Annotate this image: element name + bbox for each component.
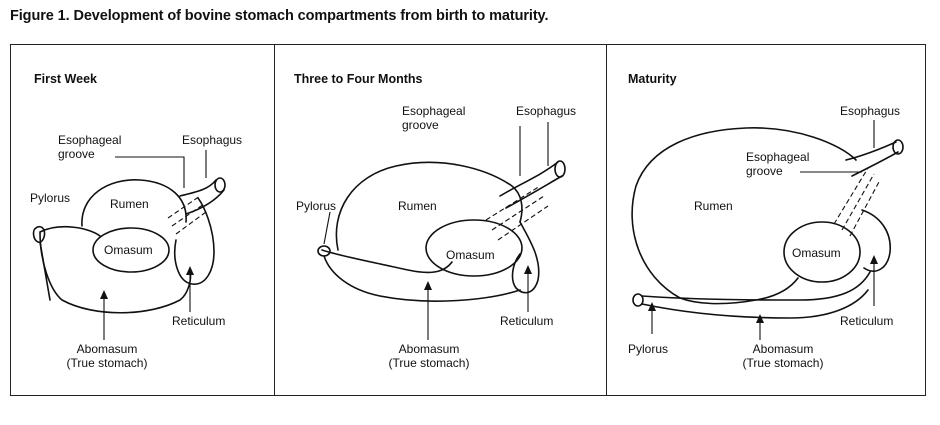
first-week-esophagus-shape bbox=[179, 179, 225, 215]
label-line: groove bbox=[58, 147, 95, 161]
label-reticulum-first-week: Reticulum bbox=[172, 314, 226, 328]
label-line: Abomasum bbox=[76, 342, 138, 356]
label-esophageal-groove-months: Esophageal groove bbox=[402, 104, 465, 132]
label-esophagus-first-week: Esophagus bbox=[182, 133, 243, 147]
maturity-abomasum-shape bbox=[641, 271, 871, 319]
maturity-omasum-shape bbox=[783, 221, 861, 283]
first-week-reticulum-shape bbox=[174, 197, 215, 285]
maturity-esophagus-shape bbox=[845, 141, 899, 177]
label-pylorus-first-week: Pylorus bbox=[30, 191, 71, 205]
panel-divider-1 bbox=[274, 44, 275, 396]
months-omasum-shape bbox=[425, 219, 523, 277]
label-line: Esophageal bbox=[402, 104, 466, 118]
maturity-rumen-shape bbox=[631, 127, 857, 305]
label-line: Abomasum bbox=[398, 342, 460, 356]
label-line: (True stomach) bbox=[742, 356, 824, 370]
label-abomasum-months: Abomasum (True stomach) bbox=[384, 342, 474, 370]
label-esophagus-months: Esophagus bbox=[516, 104, 577, 118]
first-week-esophagus-opening bbox=[214, 177, 226, 193]
months-abomasum-shape bbox=[321, 249, 521, 302]
months-esophagus-shape bbox=[499, 161, 563, 209]
months-esophagus-opening bbox=[554, 160, 566, 178]
label-omasum-months: Omasum bbox=[446, 248, 495, 262]
label-line: (True stomach) bbox=[388, 356, 470, 370]
label-omasum-first-week: Omasum bbox=[104, 243, 153, 257]
label-rumen-first-week: Rumen bbox=[110, 197, 149, 211]
label-esophageal-groove-first-week: Esophageal groove bbox=[58, 133, 121, 161]
label-abomasum-first-week: Abomasum (True stomach) bbox=[62, 342, 152, 370]
label-line: groove bbox=[402, 118, 439, 132]
label-line: (True stomach) bbox=[66, 356, 148, 370]
label-abomasum-maturity: Abomasum (True stomach) bbox=[738, 342, 828, 370]
first-week-abomasum-shape bbox=[39, 226, 192, 314]
label-line: Esophageal bbox=[58, 133, 122, 147]
label-line: Esophageal bbox=[746, 150, 810, 164]
label-esophageal-groove-maturity: Esophageal groove bbox=[746, 150, 809, 178]
first-week-pylorus-shape bbox=[32, 225, 51, 301]
months-rumen-shape bbox=[335, 161, 523, 251]
panel-title-first-week: First Week bbox=[34, 72, 97, 86]
label-rumen-maturity: Rumen bbox=[694, 199, 733, 213]
months-reticulum-shape bbox=[511, 221, 540, 294]
maturity-drawing bbox=[631, 120, 904, 340]
figure-frame bbox=[10, 44, 926, 396]
label-esophagus-maturity: Esophagus bbox=[840, 104, 901, 118]
label-omasum-maturity: Omasum bbox=[792, 246, 841, 260]
label-rumen-months: Rumen bbox=[398, 199, 437, 213]
label-line: Abomasum bbox=[752, 342, 814, 356]
first-week-rumen-shape bbox=[81, 179, 187, 227]
first-week-drawing bbox=[32, 150, 226, 340]
label-pylorus-maturity: Pylorus bbox=[628, 342, 669, 356]
figure-title: Figure 1. Development of bovine stomach … bbox=[10, 8, 549, 24]
first-week-omasum-shape bbox=[92, 227, 170, 273]
maturity-esophagus-opening bbox=[892, 139, 904, 155]
panel-divider-2 bbox=[606, 44, 607, 396]
maturity-pylorus-shape bbox=[632, 293, 644, 307]
label-pylorus-months: Pylorus bbox=[296, 199, 337, 213]
label-line: groove bbox=[746, 164, 783, 178]
panel-title-three-four-months: Three to Four Months bbox=[294, 72, 423, 86]
months-pylorus-shape bbox=[317, 245, 331, 257]
three-four-months-drawing bbox=[317, 122, 566, 340]
panel-title-maturity: Maturity bbox=[628, 72, 677, 86]
label-reticulum-maturity: Reticulum bbox=[840, 314, 894, 328]
label-reticulum-months: Reticulum bbox=[500, 314, 554, 328]
